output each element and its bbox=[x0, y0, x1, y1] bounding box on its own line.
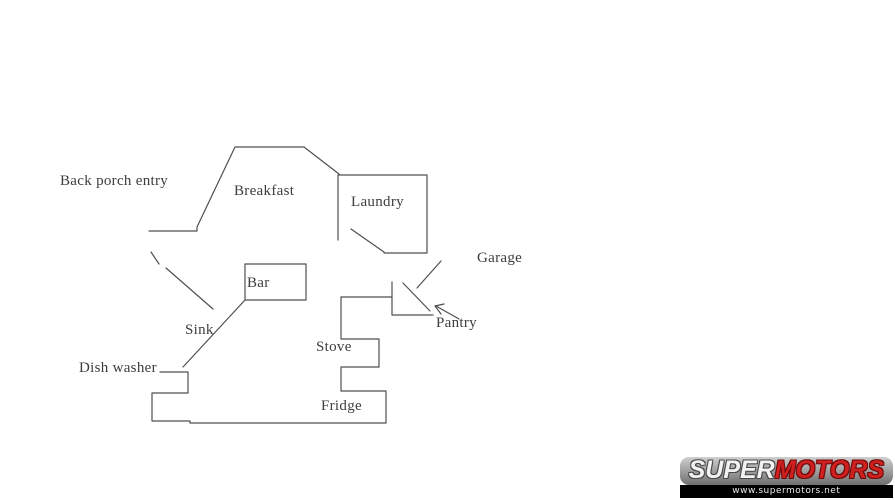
label-breakfast: Breakfast bbox=[234, 183, 295, 199]
watermark-motors-text: MOTORS bbox=[774, 456, 884, 484]
label-fridge: Fridge bbox=[321, 398, 362, 414]
label-dish-washer: Dish washer bbox=[79, 360, 157, 376]
label-laundry: Laundry bbox=[351, 194, 404, 210]
bar-counter-outline bbox=[244, 263, 307, 301]
label-pantry: Pantry bbox=[436, 315, 477, 331]
laundry-door-swing bbox=[350, 228, 385, 253]
supermotors-logo: SUPERMOTORS bbox=[679, 456, 893, 485]
label-bar: Bar bbox=[247, 275, 270, 291]
porch-door-stub bbox=[150, 251, 160, 265]
wall-laundry-outline bbox=[337, 174, 428, 254]
main-counter-outline bbox=[151, 296, 393, 424]
label-stove: Stove bbox=[316, 339, 352, 355]
watermark-super-text: SUPER bbox=[688, 456, 775, 484]
wall-back-porch bbox=[148, 146, 340, 232]
pantry-door-swing bbox=[402, 282, 431, 312]
supermotors-watermark: SUPERMOTORS www.supermotors.net bbox=[679, 456, 893, 498]
watermark-url: www.supermotors.net bbox=[679, 485, 893, 498]
garage-door-swing bbox=[416, 260, 442, 289]
sink-counter-diagonal bbox=[182, 299, 246, 368]
label-sink: Sink bbox=[185, 322, 214, 338]
pantry-arrow-head-icon bbox=[434, 303, 445, 315]
pantry-arrow-icon bbox=[435, 305, 460, 320]
label-garage: Garage bbox=[477, 250, 523, 266]
label-back-porch-entry: Back porch entry bbox=[60, 173, 169, 189]
pantry-wall bbox=[391, 281, 434, 316]
porch-diagonal-wall bbox=[165, 267, 214, 310]
